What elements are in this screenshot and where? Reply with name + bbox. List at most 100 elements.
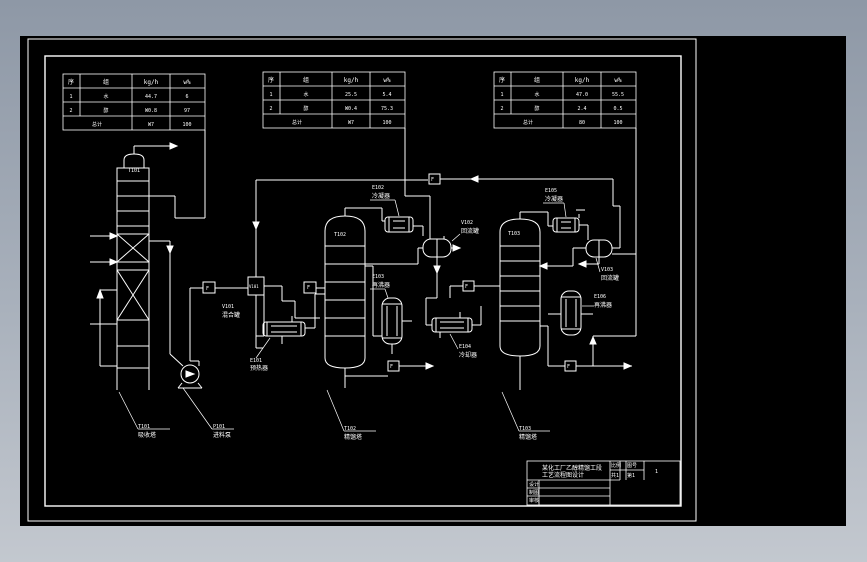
- reboiler2-tag: E103: [372, 274, 384, 280]
- t2-h0: 序: [268, 76, 274, 84]
- condenser2-leader: [370, 199, 400, 217]
- t2-r1c1: 醇: [303, 105, 308, 112]
- absorber-tower: [90, 130, 206, 390]
- t2-r0c2: 25.5: [345, 92, 357, 98]
- t3-h2: kg/h: [575, 77, 590, 84]
- condenser-2: [384, 216, 424, 236]
- reflux3-leader: [595, 257, 601, 273]
- composition-table-1: [62, 73, 206, 131]
- condenser2-tag: E102: [372, 185, 384, 191]
- tower1-tag: T101: [138, 424, 150, 430]
- t2-total-kg: W7: [348, 120, 354, 126]
- control-valve-2: [303, 281, 325, 294]
- tower3-leader: [501, 391, 550, 432]
- cooler-exchanger: [425, 276, 482, 338]
- pump-leader: [182, 387, 234, 430]
- title-cell-sheet: 第1: [627, 472, 635, 479]
- reflux2-name: 回流罐: [461, 227, 479, 235]
- t3-r0c0: 1: [500, 92, 503, 98]
- distillation-tower-3: [499, 211, 573, 390]
- feed-pump: [177, 287, 203, 389]
- tank-inner-tag: V101: [249, 284, 259, 289]
- t1-r1c0: 2: [69, 108, 72, 114]
- t1-r0c3: 6: [185, 94, 188, 100]
- valve4-tag: F: [465, 284, 468, 290]
- t1-r1c3: 97: [184, 108, 190, 114]
- cad-viewport[interactable]: 序 组 kg/h w% 1 水 44.7 6 2 醇 W0.8 97 总计 W7…: [20, 36, 846, 526]
- tower2-top-tag: T102: [334, 232, 346, 238]
- reboiler2-leader: [370, 288, 389, 299]
- control-valve-5: [428, 173, 620, 207]
- t3-total-kg: 80: [579, 120, 585, 126]
- control-valve-4: [449, 280, 500, 298]
- control-valve-6: [564, 254, 637, 372]
- t2-r1c2: W0.4: [345, 106, 357, 112]
- tower3-top-tag: T103: [508, 231, 520, 237]
- distillation-tower-2: [324, 207, 388, 388]
- title-row-draw: 制图: [529, 489, 539, 496]
- tower1-name: 吸收塔: [138, 431, 156, 439]
- t3-r1c3: 0.5: [613, 106, 622, 112]
- reflux3-tag: V103: [601, 267, 613, 273]
- cooler-leader: [449, 333, 459, 350]
- title-block: [526, 460, 681, 506]
- t3-r1c2: 2.4: [577, 106, 586, 112]
- title-line1: 某化工厂乙醇精馏工段: [542, 464, 602, 472]
- t3-h0: 序: [499, 76, 505, 84]
- t2-r0c3: 5.4: [382, 92, 391, 98]
- t1-r0c2: 44.7: [145, 94, 157, 100]
- t1-total-kg: W7: [148, 122, 154, 128]
- t1-r1c2: W0.8: [145, 108, 157, 114]
- condenser2-name: 冷凝器: [372, 192, 390, 200]
- title-cell-scale: 比例: [611, 462, 621, 469]
- t2-total-label: 总计: [292, 119, 302, 126]
- t1-r1c1: 醇: [103, 107, 108, 114]
- t2-h2: kg/h: [344, 77, 359, 84]
- reflux-drum-3: [572, 128, 637, 268]
- reboiler3-tag: E106: [594, 294, 606, 300]
- tower3-name: 精馏塔: [519, 433, 537, 441]
- t1-h1: 组: [103, 78, 109, 86]
- valve2-tag: F: [307, 285, 310, 291]
- tower2-name: 精馏塔: [344, 433, 362, 441]
- tank-tag: V101: [222, 304, 234, 310]
- condenser3-leader: [543, 202, 567, 218]
- tower1-leader: [118, 391, 170, 430]
- title-cell-total: 共1: [611, 472, 619, 479]
- reflux2-leader: [451, 233, 461, 242]
- valve3-tag: F: [390, 364, 393, 370]
- condenser3-name: 冷凝器: [545, 195, 563, 203]
- t2-h3: w%: [383, 77, 391, 84]
- t3-r0c2: 47.0: [576, 92, 588, 98]
- t3-r0c3: 55.5: [612, 92, 624, 98]
- t3-h1: 组: [534, 76, 540, 84]
- drawing-frame: [27, 38, 697, 522]
- t3-h3: w%: [614, 77, 622, 84]
- title-row-design: 设计: [529, 481, 539, 488]
- reboiler2-name: 再沸器: [372, 281, 390, 289]
- title-cell-dwgno: 图号: [627, 463, 637, 469]
- reflux3-name: 回流罐: [601, 274, 619, 282]
- pump-name: 进料泵: [213, 431, 231, 439]
- tank-name: 混合罐: [222, 311, 240, 319]
- reboiler3-name: 再沸器: [594, 301, 612, 309]
- tower3-tag: T103: [519, 426, 531, 432]
- t3-r0c1: 水: [534, 91, 539, 98]
- reboiler-2: [381, 297, 412, 354]
- title-line2: 工艺流程图设计: [542, 471, 584, 479]
- t3-r1c0: 2: [500, 106, 503, 112]
- valve1-tag: F: [206, 286, 209, 292]
- t2-h1: 组: [303, 76, 309, 84]
- valve5-tag: F: [431, 177, 434, 183]
- t1-h2: kg/h: [144, 79, 159, 86]
- preheater-tag: E101: [250, 358, 262, 364]
- t2-r1c3: 75.3: [381, 106, 393, 112]
- control-valve-3: [387, 360, 435, 372]
- valve6-tag: F: [567, 364, 570, 370]
- preheater-exchanger: [255, 293, 325, 349]
- t1-r0c1: 水: [103, 93, 108, 100]
- t3-total-label: 总计: [523, 119, 533, 126]
- t2-r0c0: 1: [269, 92, 272, 98]
- reboiler-3: [548, 290, 593, 336]
- title-cell-no: 1: [655, 469, 658, 475]
